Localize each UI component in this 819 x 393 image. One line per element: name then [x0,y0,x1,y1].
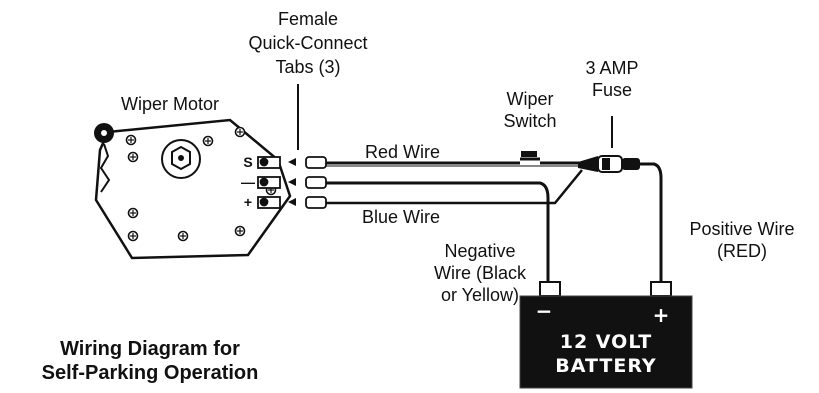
negative-wire-line1: Negative [444,241,516,261]
wiper-motor-plate [94,118,292,260]
red-wire-label: Red Wire [365,142,441,162]
motor-coil-strip [99,143,111,193]
wiper-motor-label: Wiper Motor [120,94,219,114]
battery-pos-post [650,281,672,297]
quick-connect-label: Female Quick-Connect Tabs (3) [248,7,368,79]
terminal-label-minus: — [241,174,255,190]
battery-body [520,296,692,388]
diagram-title-line1: Wiring Diagram for [60,338,240,360]
battery-label-line1: 12 VOLT [560,331,653,353]
battery-neg-symbol: − [536,299,553,323]
blue-wire-label: Blue Wire [362,207,441,227]
ground-wire-path [326,181,550,282]
negative-wire-line3: or Yellow) [440,285,520,305]
negative-wire-label: Negative Wire (Black or Yellow) [420,240,540,306]
wires [326,157,663,284]
terminal-label-plus: + [244,194,252,210]
battery-pos-symbol: + [653,303,670,327]
fuse-label: 3 AMP Fuse [562,57,662,101]
positive-wire-line1: Positive Wire [689,219,795,239]
wiper-motor: S — + [94,118,296,260]
diagram-title-line2: Self-Parking Operation [41,362,259,384]
fuse-line2: Fuse [591,80,633,100]
wiper-switch [521,151,537,157]
fuse-line1: 3 AMP [585,58,639,78]
battery: − + 12 VOLT BATTERY [519,281,693,389]
positive-wire-path [640,162,663,284]
quick-connect-line3: Tabs (3) [275,57,341,77]
wiper-switch-line2: Switch [503,111,557,131]
negative-wire-line2: Wire (Black [433,263,526,283]
fuse-holder [578,155,640,173]
terminal-arrows [288,158,296,206]
diagram-title: Wiring Diagram for Self-Parking Operatio… [0,337,300,385]
motor-terminal-tabs [257,156,281,209]
wiper-switch-line1: Wiper [506,89,554,109]
battery-neg-post [539,281,561,297]
blue-wire-path [326,169,583,205]
positive-wire-label: Positive Wire (RED) [668,218,816,262]
battery-label-line2: BATTERY [555,355,656,377]
terminal-labels: S — + [241,154,255,210]
wiper-switch-label: Wiper Switch [470,88,590,132]
quick-connect-line2: Quick-Connect [248,33,368,53]
terminal-label-s: S [243,154,252,170]
red-wire-path [326,157,582,165]
quick-connect-line1: Female [277,9,339,29]
positive-wire-line2: (RED) [717,241,767,261]
female-connectors [305,156,327,209]
